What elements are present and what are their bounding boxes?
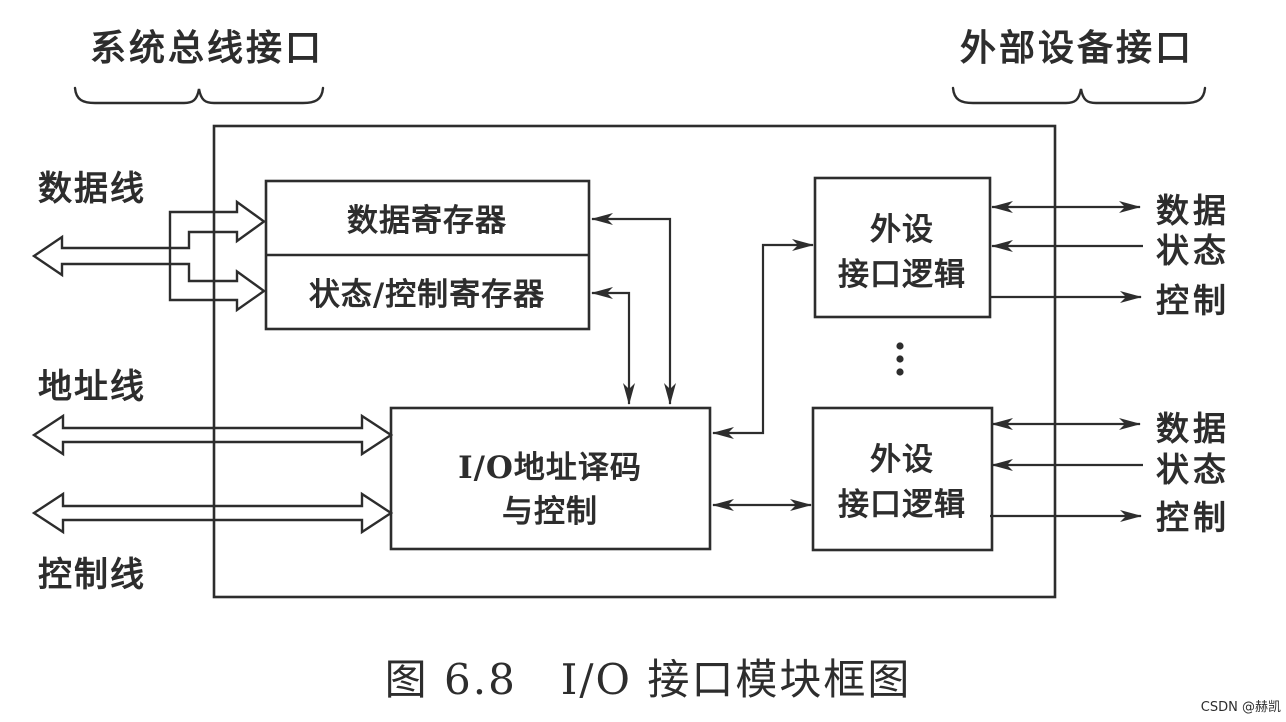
device-bottom-data-label: 数据 <box>1156 409 1230 448</box>
control-bus-arrow <box>31 491 394 535</box>
io-decode-label-line1: I/O地址译码 <box>458 450 642 486</box>
external-device-interface-label: 外部设备接口 <box>960 27 1194 69</box>
figure-caption: 图 6.8 I/O 接口模块框图 <box>385 655 912 704</box>
peripheral-bottom-label-line2: 接口逻辑 <box>838 487 966 523</box>
peripheral-logic-top-block <box>813 176 992 319</box>
device-bottom-control-label: 控制 <box>1156 498 1230 537</box>
data-bus-label: 数据线 <box>38 169 146 209</box>
peripheral-bottom-label-line1: 外设 <box>870 442 934 478</box>
device-top-data-label: 数据 <box>1156 191 1230 230</box>
io-decode-control-block <box>389 406 712 551</box>
device-bottom-status-label: 状态 <box>1156 450 1230 489</box>
device-top-status-label: 状态 <box>1156 231 1230 270</box>
watermark: CSDN @赫凯 <box>1201 700 1281 715</box>
decode-to-peripheral-top-arrow <box>712 239 814 439</box>
right-brace <box>951 86 1207 105</box>
io-module-outline <box>212 124 1057 599</box>
io-decode-label-line2: 与控制 <box>502 494 598 530</box>
data-register-to-decode-arrow <box>591 213 676 405</box>
data-bus-fork-arrow <box>31 199 267 313</box>
address-bus-arrow <box>31 413 394 457</box>
device-top-control-label: 控制 <box>1156 281 1230 320</box>
data-register-label: 数据寄存器 <box>347 203 507 239</box>
peripheral-top-label-line1: 外设 <box>870 212 934 248</box>
status-control-register-label: 状态/控制寄存器 <box>309 277 545 313</box>
address-bus-label: 地址线 <box>38 367 146 407</box>
vertical-ellipsis <box>896 342 904 376</box>
peripheral-logic-bottom-block <box>811 406 994 552</box>
control-bus-label: 控制线 <box>38 555 146 595</box>
peripheral-top-label-line2: 接口逻辑 <box>838 257 966 293</box>
left-brace <box>73 86 325 105</box>
system-bus-interface-label: 系统总线接口 <box>90 27 324 69</box>
status-register-to-decode-arrow <box>591 287 635 405</box>
